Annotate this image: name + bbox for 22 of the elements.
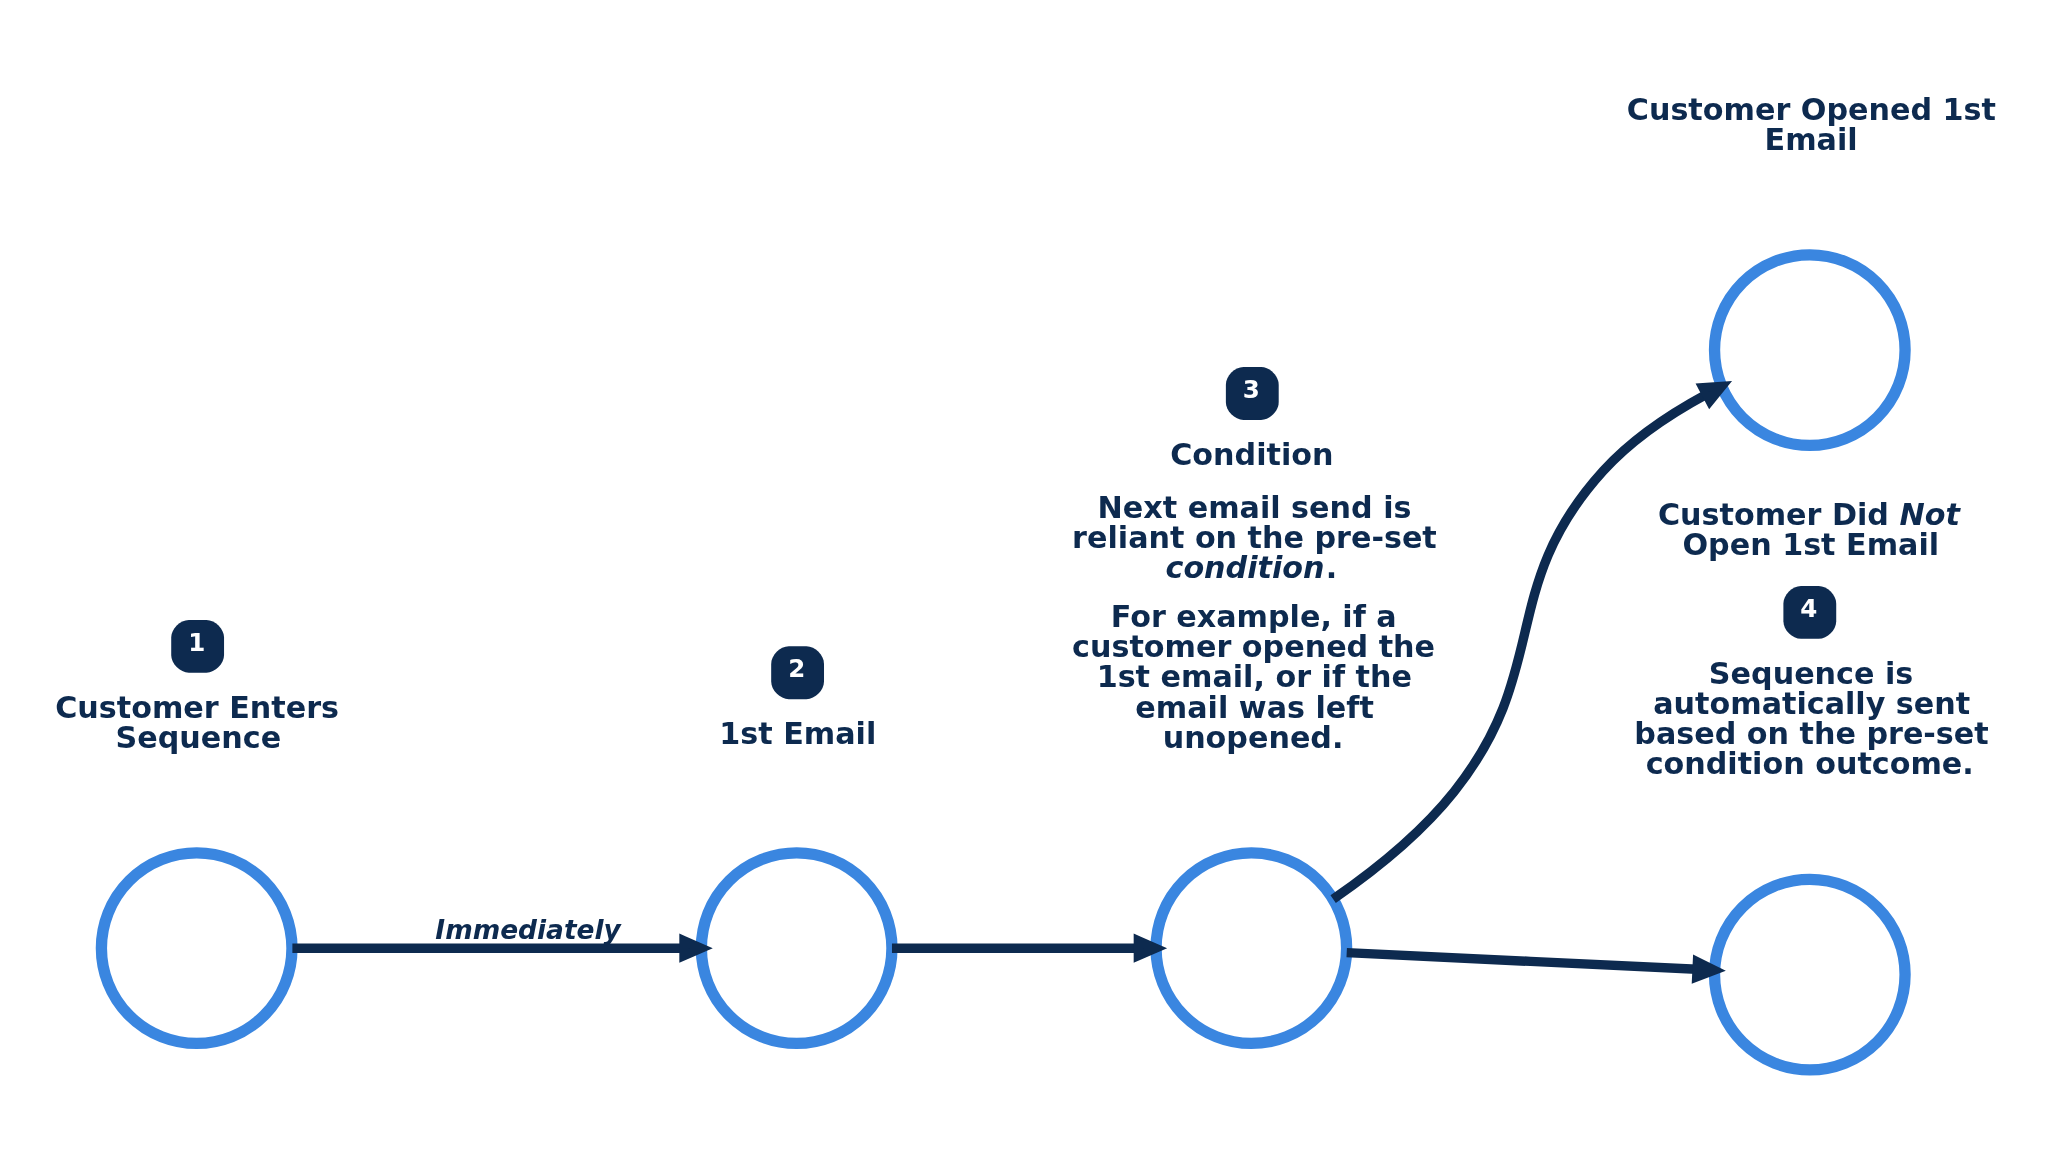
node-label: Customer Opened 1st Email xyxy=(1626,91,1996,157)
node-circle xyxy=(1708,873,1911,1076)
node-label: 1st Email xyxy=(719,715,877,751)
node-circle xyxy=(95,846,298,1049)
arrow xyxy=(1330,380,1733,903)
node-circle xyxy=(1150,846,1353,1049)
node-circle xyxy=(695,846,898,1049)
node-label: Customer Enters Sequence xyxy=(55,689,340,755)
node-label: 3 xyxy=(1242,374,1260,404)
node-label: 4 xyxy=(1800,593,1818,623)
arrow xyxy=(292,933,713,963)
arrow xyxy=(891,933,1168,963)
node-label: Sequence is automatically sent based on the pre-set condition outcome. xyxy=(1634,655,1989,781)
node-label: 2 xyxy=(788,653,806,683)
node-circle xyxy=(1708,248,1911,451)
node-label: Customer Did Not Open 1st Email xyxy=(1657,496,1960,562)
edge-label: Immediately xyxy=(435,913,621,945)
node-label: 1 xyxy=(188,627,206,657)
node-label: For example, if a customer opened the 1st email, or if the email was left unopened. xyxy=(1072,598,1436,755)
node-label: Next email send is reliant on the pre-set condition. xyxy=(1072,489,1437,585)
node-label: Condition xyxy=(1170,436,1334,472)
arrow xyxy=(1346,947,1726,984)
